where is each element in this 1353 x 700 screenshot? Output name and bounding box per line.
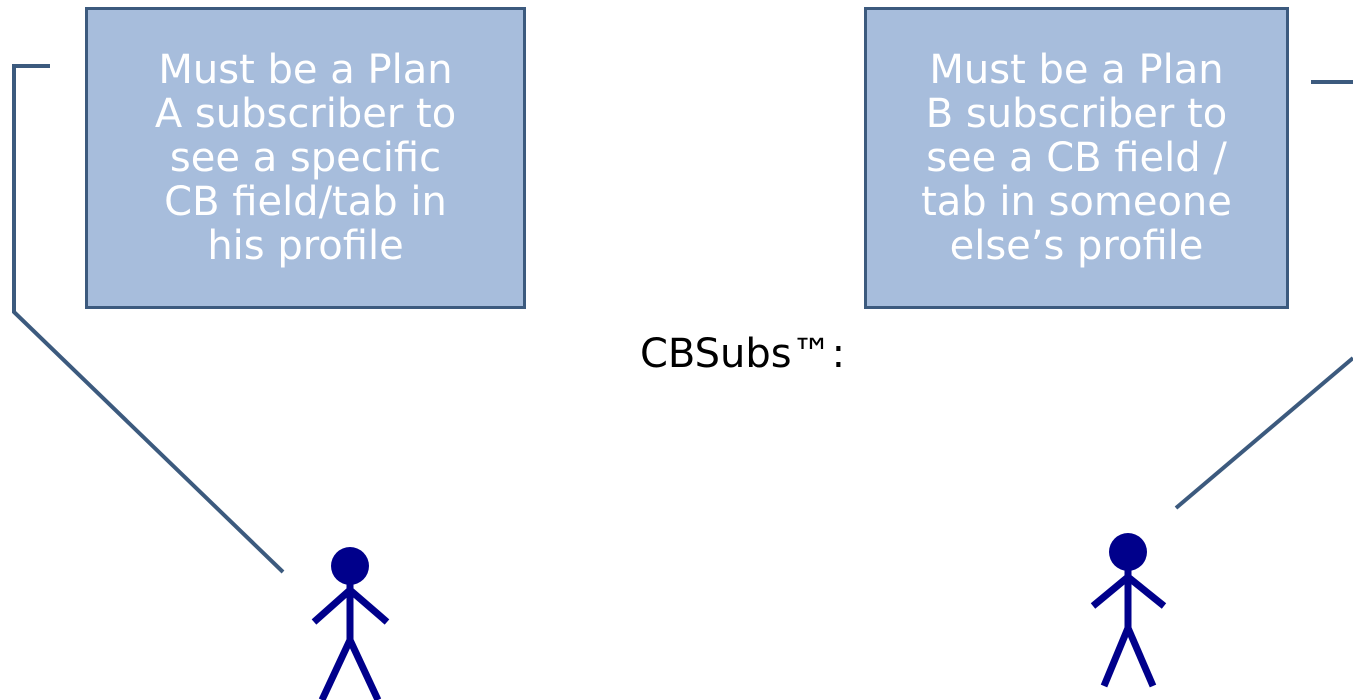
callout-line: A subscriber to <box>154 91 457 137</box>
callout-plan-a-text: Must be a Plan A subscriber to see a spe… <box>155 48 456 268</box>
callout-line: B subscriber to <box>925 91 1228 137</box>
callout-line: tab in someone <box>921 179 1232 225</box>
callout-line: Must be a Plan <box>158 47 453 93</box>
callout-line: Must be a Plan <box>929 47 1224 93</box>
callout-plan-b-text: Must be a Plan B subscriber to see a CB … <box>921 48 1232 268</box>
callout-line: his profile <box>207 223 404 269</box>
right-connector-diagonal <box>1174 356 1353 510</box>
callout-plan-a: Must be a Plan A subscriber to see a spe… <box>85 7 526 309</box>
left-person-stick-figure-icon <box>311 547 390 700</box>
right-person-stick-figure-icon <box>1090 533 1167 688</box>
callout-line: see a specific <box>169 135 442 181</box>
callout-line: CB field/tab in <box>164 179 447 225</box>
left-connector-line <box>12 64 285 574</box>
cbsubs-title: CBSubs™: <box>640 331 846 377</box>
callout-line: else’s profile <box>949 223 1204 269</box>
callout-plan-b: Must be a Plan B subscriber to see a CB … <box>864 7 1289 309</box>
callout-line: see a CB field / <box>926 135 1227 181</box>
